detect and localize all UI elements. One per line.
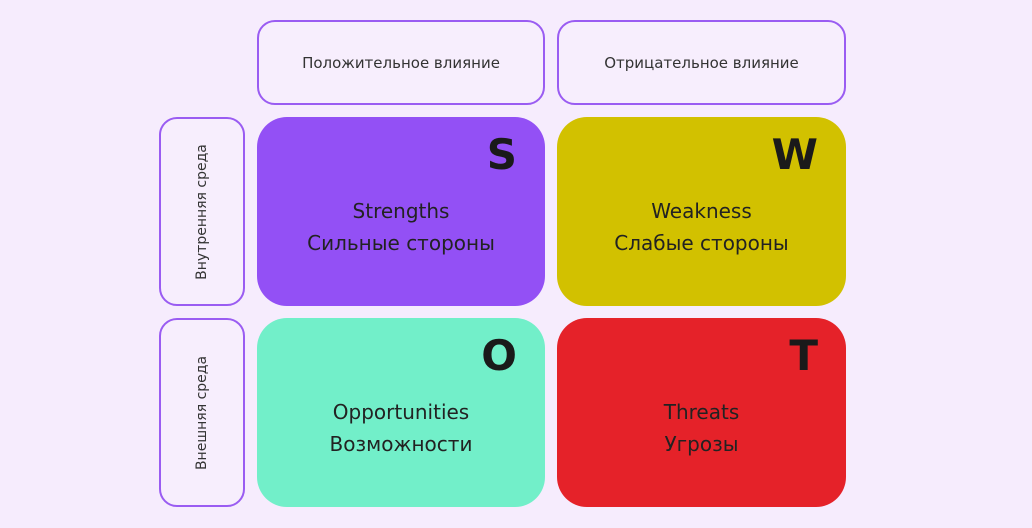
quadrant-title-en: Threats (663, 399, 740, 424)
quadrant-title-en: Opportunities (332, 399, 470, 424)
quadrant-title-ru: Угрозы (664, 431, 739, 456)
quadrant-weakness: W Weakness Слабые стороны (557, 117, 846, 306)
header-label: Отрицательное влияние (604, 53, 799, 72)
side-external: Внешняя среда (159, 318, 245, 507)
quadrant-title-ru: Возможности (329, 431, 473, 456)
quadrant-opportunities: O Opportunities Возможности (257, 318, 545, 507)
quadrant-letter: W (771, 130, 818, 179)
quadrant-strengths: S Strengths Сильные стороны (257, 117, 545, 306)
quadrant-threats: T Threats Угрозы (557, 318, 846, 507)
quadrant-title-ru: Сильные стороны (307, 230, 495, 255)
header-negative: Отрицательное влияние (557, 20, 846, 105)
quadrant-title-en: Weakness (651, 198, 752, 223)
side-label: Внешняя среда (194, 355, 210, 470)
quadrant-letter: S (486, 130, 517, 179)
side-internal: Внутренняя среда (159, 117, 245, 306)
header-label: Положительное влияние (302, 53, 500, 72)
quadrant-title-en: Strengths (352, 198, 450, 223)
quadrant-title-ru: Слабые стороны (614, 230, 789, 255)
side-label: Внутренняя среда (194, 143, 211, 280)
quadrant-letter: T (789, 331, 818, 380)
header-positive: Положительное влияние (257, 20, 545, 105)
quadrant-letter: O (481, 331, 517, 380)
